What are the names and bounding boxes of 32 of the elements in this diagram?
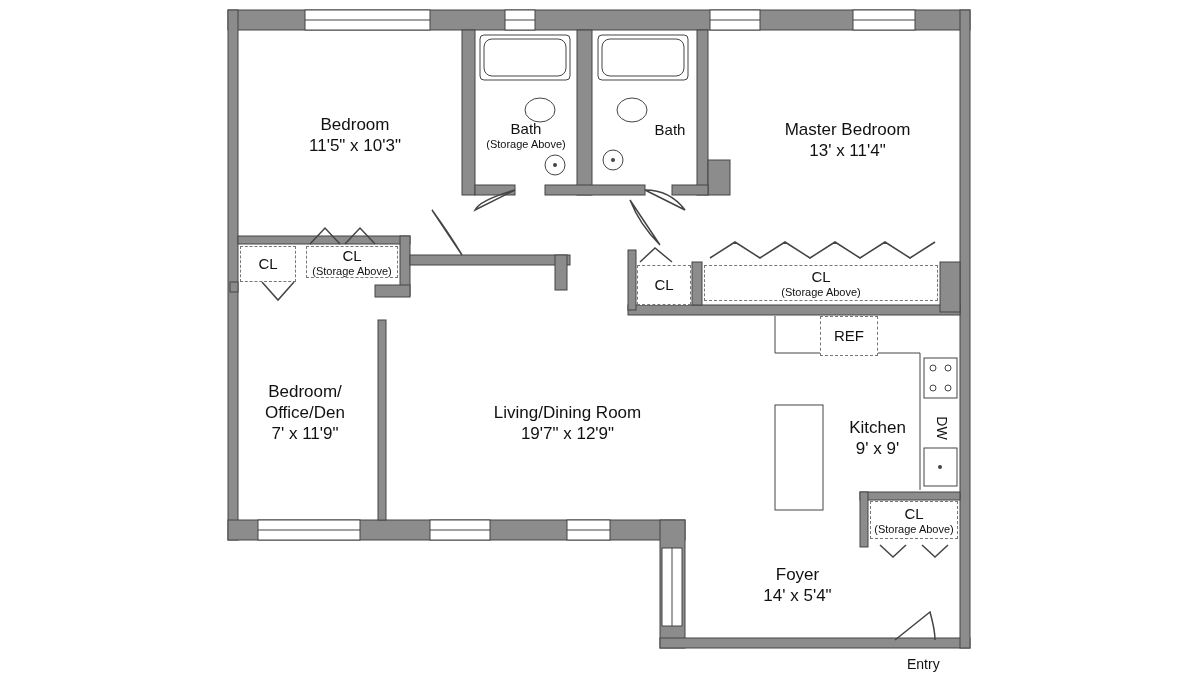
- entry-label: Entry: [907, 656, 940, 672]
- room-name: Master Bedroom: [784, 119, 911, 140]
- room-dimensions: 9' x 9': [855, 437, 900, 459]
- storage-note: (Storage Above): [874, 522, 954, 536]
- room-name: Bedroom/ Office/Den: [264, 381, 346, 423]
- closet-label: CL: [811, 267, 831, 286]
- room-dimensions: 11'5" x 10'3": [309, 135, 401, 156]
- appliance-label: DW: [933, 416, 950, 440]
- room-dimensions: 7' x 11'9": [271, 423, 339, 444]
- closet-label: CL: [258, 255, 278, 273]
- storage-note: (Storage Above): [781, 285, 861, 299]
- refrigerator-box: [820, 316, 878, 356]
- room-dimensions: 14' x 5'4": [763, 585, 832, 606]
- storage-note: (Storage Above): [312, 264, 392, 278]
- closet-label: CL: [342, 246, 362, 265]
- room-name: Living/Dining Room: [493, 401, 642, 423]
- room-name: Bath: [654, 121, 686, 139]
- room-dimensions: 13' x 11'4": [809, 140, 886, 161]
- room-name: Bedroom: [320, 114, 390, 135]
- closet-box: [637, 265, 691, 305]
- room-dimensions: 19'7" x 12'9": [520, 422, 615, 444]
- room-name: Kitchen: [849, 416, 906, 438]
- room-name: Bath: [510, 119, 542, 138]
- closet-box: [704, 265, 938, 301]
- closet-box: [870, 501, 958, 539]
- closet-label: CL: [904, 504, 924, 523]
- closet-box: [240, 246, 296, 282]
- closet-box: [306, 246, 398, 278]
- closet-label: CL: [654, 276, 674, 294]
- room-name: Foyer: [775, 564, 820, 585]
- storage-note: (Storage Above): [486, 137, 566, 151]
- appliance-label: REF: [834, 327, 864, 345]
